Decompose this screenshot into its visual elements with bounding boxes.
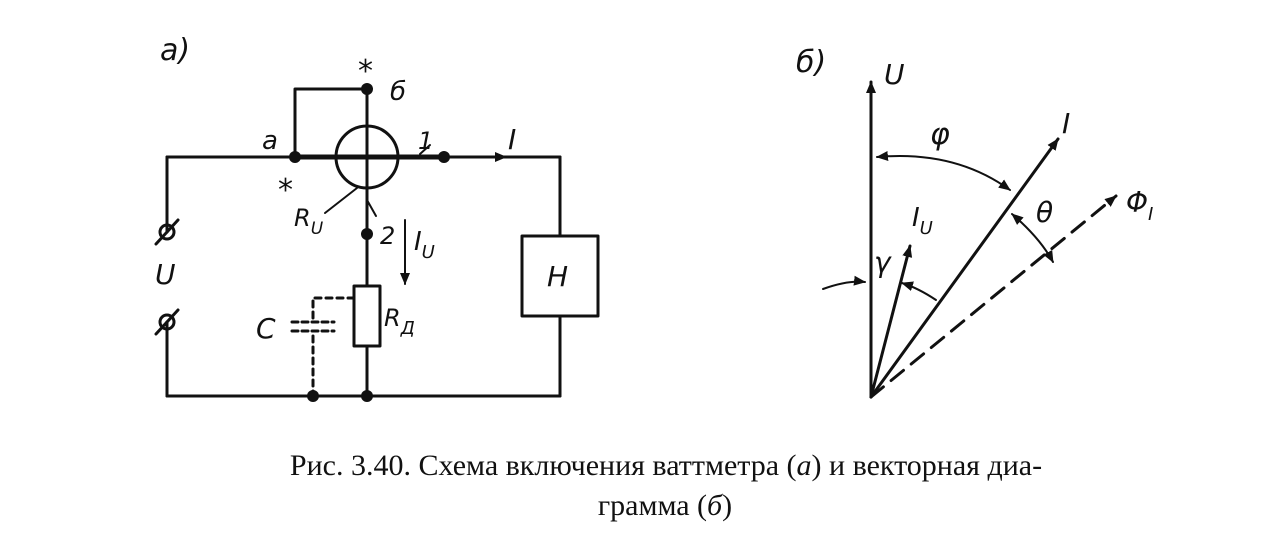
vector-i-u-label: IU xyxy=(912,203,933,239)
vector-i xyxy=(869,137,1060,399)
node-r-bottom-dot xyxy=(361,390,373,402)
caption-line-1: Рис. 3.40. Схема включения ваттметра (а)… xyxy=(290,449,1042,482)
r-u-label: RU xyxy=(294,204,324,239)
node-2-label: 2 xyxy=(380,222,395,250)
theta-label: θ xyxy=(1036,196,1053,229)
vector-u-label: U xyxy=(884,58,905,91)
r-u-leader xyxy=(324,187,358,214)
node-b-dot xyxy=(361,83,373,95)
caption-line-2: грамма (б) xyxy=(598,489,732,522)
vector-i-u xyxy=(869,244,913,399)
current-i-label: I xyxy=(508,123,516,156)
voltage-terminal-bottom xyxy=(154,308,180,336)
vector-diagram: б) U φ I θ ΦI IU γ xyxy=(796,45,1153,399)
angle-gamma-arc-right xyxy=(901,281,937,301)
capacitor-label: C xyxy=(256,312,276,345)
resistor-r-d xyxy=(352,284,382,348)
phi-i-label: ΦI xyxy=(1126,186,1153,225)
node-b-label: б xyxy=(390,77,406,107)
panel-b-label: б) xyxy=(796,45,826,80)
vector-i-label: I xyxy=(1062,107,1070,140)
wattmeter-coil xyxy=(334,124,400,190)
node-a-label: а xyxy=(262,126,278,156)
vector-phi-i xyxy=(869,194,1118,399)
circuit-diagram: а) xyxy=(154,33,600,402)
node-1-dot xyxy=(438,151,450,163)
voltage-u-label: U xyxy=(155,258,176,291)
voltage-terminal-top xyxy=(154,218,180,246)
panel-a-label: а) xyxy=(160,33,190,68)
load-box xyxy=(520,234,600,318)
i-u-label: IU xyxy=(414,227,435,263)
angle-theta-arc xyxy=(1011,213,1054,263)
circuit-wires xyxy=(165,87,562,398)
capacitor-dashed xyxy=(290,296,356,398)
node-2-leader xyxy=(366,199,377,217)
load-label: Н xyxy=(547,260,568,293)
node-2-dot xyxy=(361,228,373,240)
node-a-dot xyxy=(289,151,301,163)
star-top: * xyxy=(358,54,373,89)
star-left: * xyxy=(278,173,293,208)
gamma-label: γ xyxy=(874,246,892,279)
angle-phi-arc xyxy=(876,151,1011,191)
node-1-leader xyxy=(419,144,431,155)
node-1-label: 1 xyxy=(418,127,433,155)
angle-gamma-arc-left xyxy=(822,275,866,290)
r-d-label: RД xyxy=(384,304,415,339)
phi-label: φ xyxy=(930,117,950,152)
